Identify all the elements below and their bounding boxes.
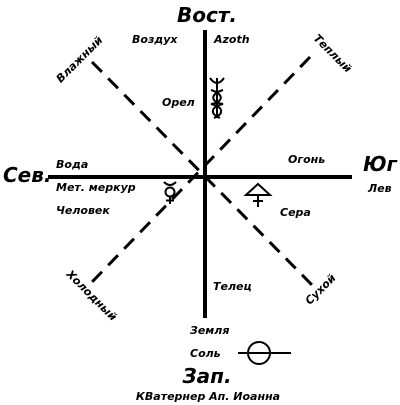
mercury-symbol-icon: [163, 181, 177, 204]
label-sulfur: Сера: [280, 206, 311, 219]
label-azoth: Azoth: [213, 33, 250, 46]
caduceus-icon: [209, 77, 225, 119]
label-bull: Телец: [213, 280, 252, 293]
diagonal-wet-dry: [90, 60, 314, 287]
direction-east: Вост.: [177, 3, 237, 27]
quality-dry: Сухой: [303, 271, 339, 307]
label-water: Вода: [56, 158, 88, 171]
label-mercury: Мет. меркур: [56, 181, 136, 194]
label-human: Человек: [56, 204, 110, 217]
quality-wet: Влажный: [54, 33, 106, 85]
label-fire: Огонь: [288, 153, 325, 166]
diagonal-warm-cold: [90, 55, 312, 284]
direction-west: Зап.: [181, 364, 231, 388]
salt-symbol-icon: [238, 341, 291, 365]
sulfur-symbol-icon: [243, 182, 273, 207]
label-eagle: Орел: [162, 96, 195, 109]
label-lion: Лев: [367, 182, 392, 195]
label-air: Воздух: [132, 33, 178, 46]
quality-cold: Холодный: [63, 267, 120, 324]
direction-south: Юг: [363, 152, 397, 176]
label-earth: Земля: [190, 324, 229, 337]
caption: КВатернер Ап. Иоанна: [136, 390, 280, 403]
label-salt: Соль: [190, 347, 221, 360]
quality-warm: Теплый: [311, 32, 355, 76]
direction-north: Сев.: [3, 163, 52, 187]
